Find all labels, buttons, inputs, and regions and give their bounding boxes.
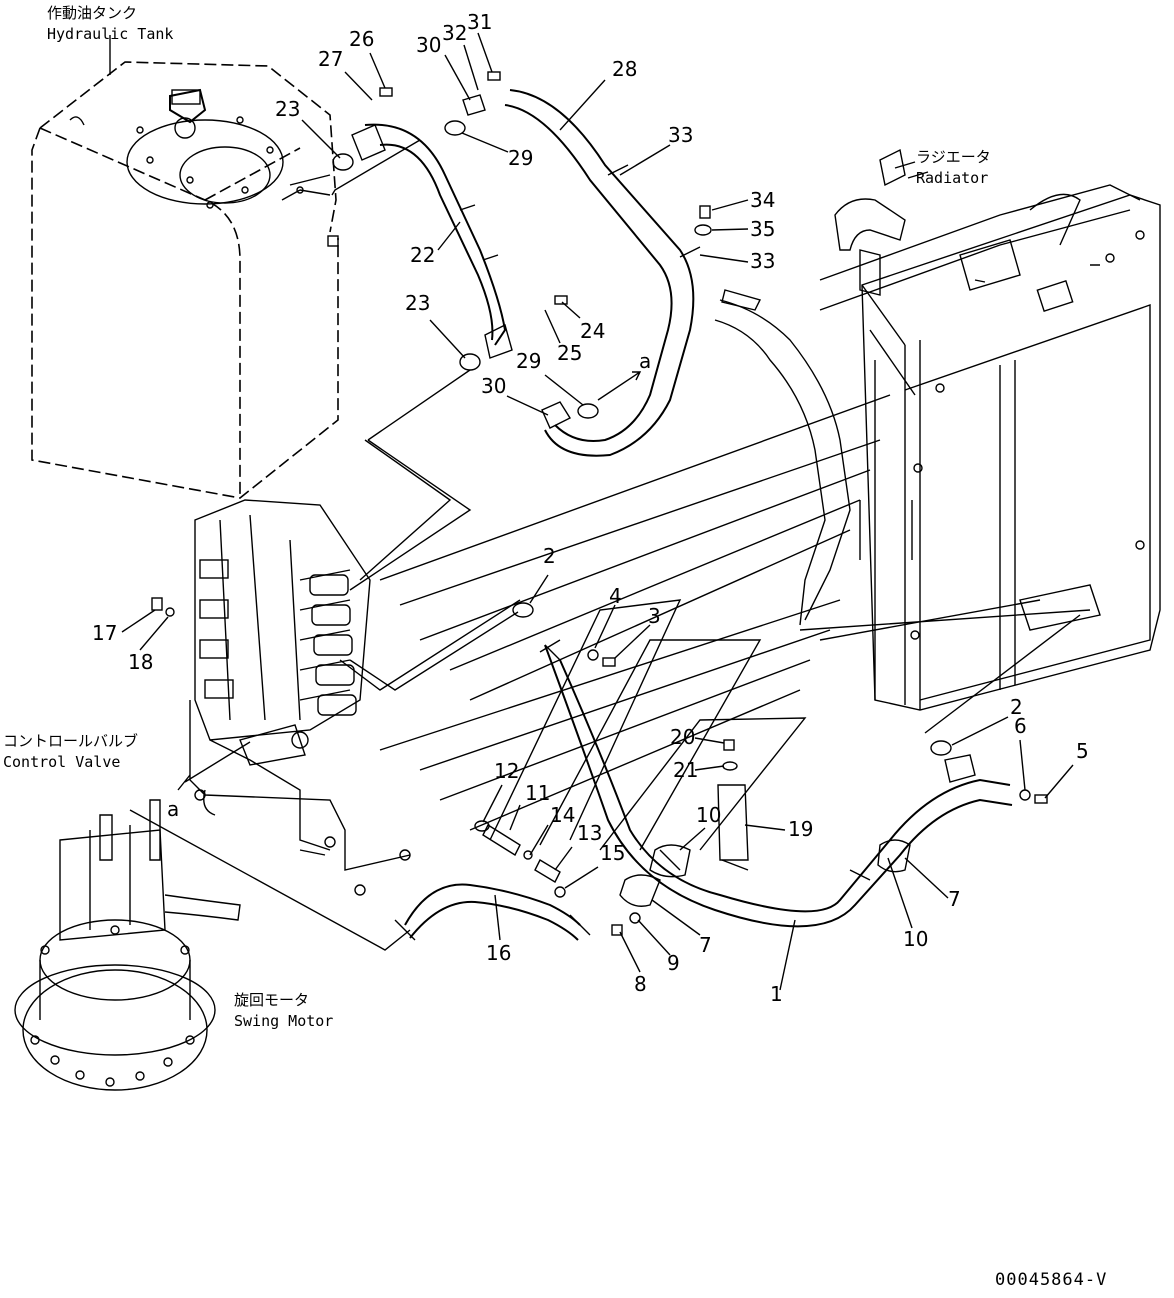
callout-33: 33 [668,123,693,147]
callout-23: 23 [275,97,300,121]
hose-22 [364,123,507,346]
callout-11: 11 [525,781,550,805]
connection-mark-a: a [167,797,179,821]
callout-16: 16 [486,941,511,965]
callout-14: 14 [550,803,575,827]
callout-8: 8 [634,972,647,996]
callout-34: 34 [750,188,775,212]
callout-30: 30 [481,374,506,398]
callout-29: 29 [516,349,541,373]
callout-29: 29 [508,146,533,170]
hydraulic-tank-drawing [31,61,339,499]
callout-25: 25 [557,341,582,365]
document-number: 00045864-V [995,1270,1107,1290]
callout-26: 26 [349,27,374,51]
callout-2: 2 [1010,695,1023,719]
callout-1: 1 [770,982,783,1006]
callout-32: 32 [442,21,467,45]
callout-20: 20 [670,725,695,749]
hydraulic-tank-label-jp: 作動油タンク [47,4,137,22]
swing-motor-drawing [14,799,241,1091]
hydraulic-tank-label-en: Hydraulic Tank [47,25,173,43]
radiator-label-jp: ラジエータ [916,148,991,166]
callout-23: 23 [405,291,430,315]
pipe-radiator-inlet [714,289,851,626]
callout-4: 4 [609,584,622,608]
callout-7: 7 [699,933,712,957]
callout-33: 33 [750,249,775,273]
callout-7: 7 [948,887,961,911]
callout-30: 30 [416,33,441,57]
callout-21: 21 [673,758,698,782]
callout-13: 13 [577,821,602,845]
hose-16 [394,883,591,941]
callout-15: 15 [600,841,625,865]
swing-motor-label-en: Swing Motor [234,1012,333,1030]
leader-lines [109,32,1081,991]
connection-mark-a: a [639,349,651,373]
callout-18: 18 [128,650,153,674]
control-valve-label-jp: コントロールバルブ [3,732,138,750]
callout-5: 5 [1076,739,1089,763]
callout-24: 24 [580,319,605,343]
hose-1 [544,644,1013,928]
callout-2: 2 [543,544,556,568]
component-labels: 作動油タンク Hydraulic Tank ラジエータ Radiator コント… [3,4,991,1030]
fittings [151,71,1048,936]
radiator-label-en: Radiator [916,169,988,187]
callout-12: 12 [494,759,519,783]
callout-6: 6 [1014,714,1027,738]
radiator-drawing [819,148,1161,711]
callout-22: 22 [410,243,435,267]
callout-31: 31 [467,10,492,34]
callout-3: 3 [648,604,661,628]
callout-19: 19 [788,817,813,841]
callout-28: 28 [612,57,637,81]
control-valve-drawing [189,499,411,896]
hose-28 [504,89,701,457]
callout-9: 9 [667,951,680,975]
callout-numbers: 26 27 23 30 32 31 28 29 33 22 34 35 33 2… [92,10,1089,1006]
callout-35: 35 [750,217,775,241]
callout-10: 10 [903,927,928,951]
control-valve-label-en: Control Valve [3,753,120,771]
callout-10: 10 [696,803,721,827]
callout-17: 17 [92,621,117,645]
callout-27: 27 [318,47,343,71]
swing-motor-label-jp: 旋回モータ [234,991,309,1009]
background-guide-lines [339,394,1091,851]
